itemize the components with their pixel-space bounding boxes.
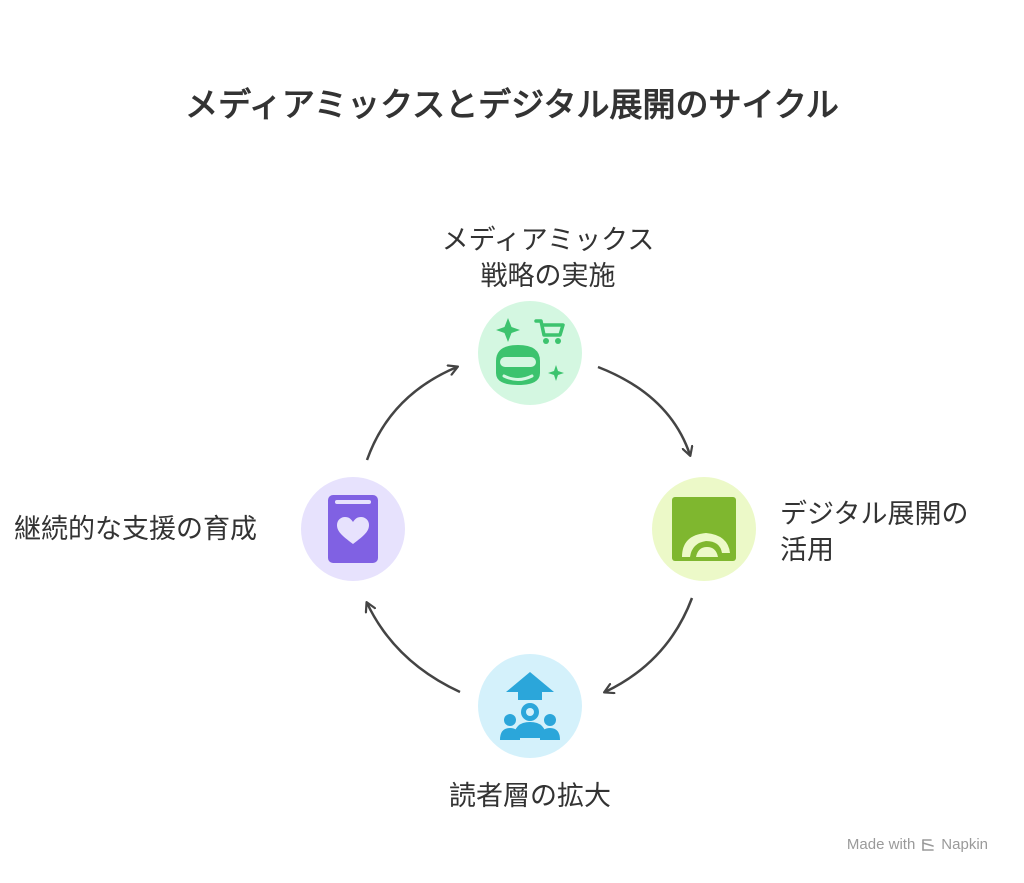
node-readership-expansion: [478, 654, 582, 758]
arrow-right-to-bottom: [605, 597, 694, 692]
arrow-bottom-to-left: [367, 603, 461, 694]
media-sparkle-cart-icon: [496, 318, 565, 385]
node-media-mix-strategy: [478, 301, 582, 405]
napkin-logo-icon: [922, 838, 935, 851]
audience-growth-icon: [500, 672, 560, 740]
node-digital-expansion: [652, 477, 756, 581]
watermark-brand: Napkin: [941, 836, 988, 853]
label-readership-expansion: 読者層の拡大: [449, 781, 611, 812]
label-digital-expansion: デジタル展開の 活用: [780, 499, 969, 566]
label-media-mix-strategy: メディアミックス 戦略の実施: [441, 225, 655, 292]
arrow-left-to-top: [365, 367, 457, 461]
diagram-title: メディアミックスとデジタル展開のサイクル: [185, 85, 839, 124]
napkin-watermark[interactable]: Made with Napkin: [847, 836, 988, 853]
watermark-prefix: Made with: [846, 836, 916, 853]
label-continuous-support: 継続的な支援の育成: [14, 514, 257, 545]
digital-display-icon: [672, 497, 736, 561]
arrow-top-to-right: [597, 365, 690, 455]
node-continuous-support: [301, 477, 405, 581]
heart-book-icon: [328, 495, 378, 563]
